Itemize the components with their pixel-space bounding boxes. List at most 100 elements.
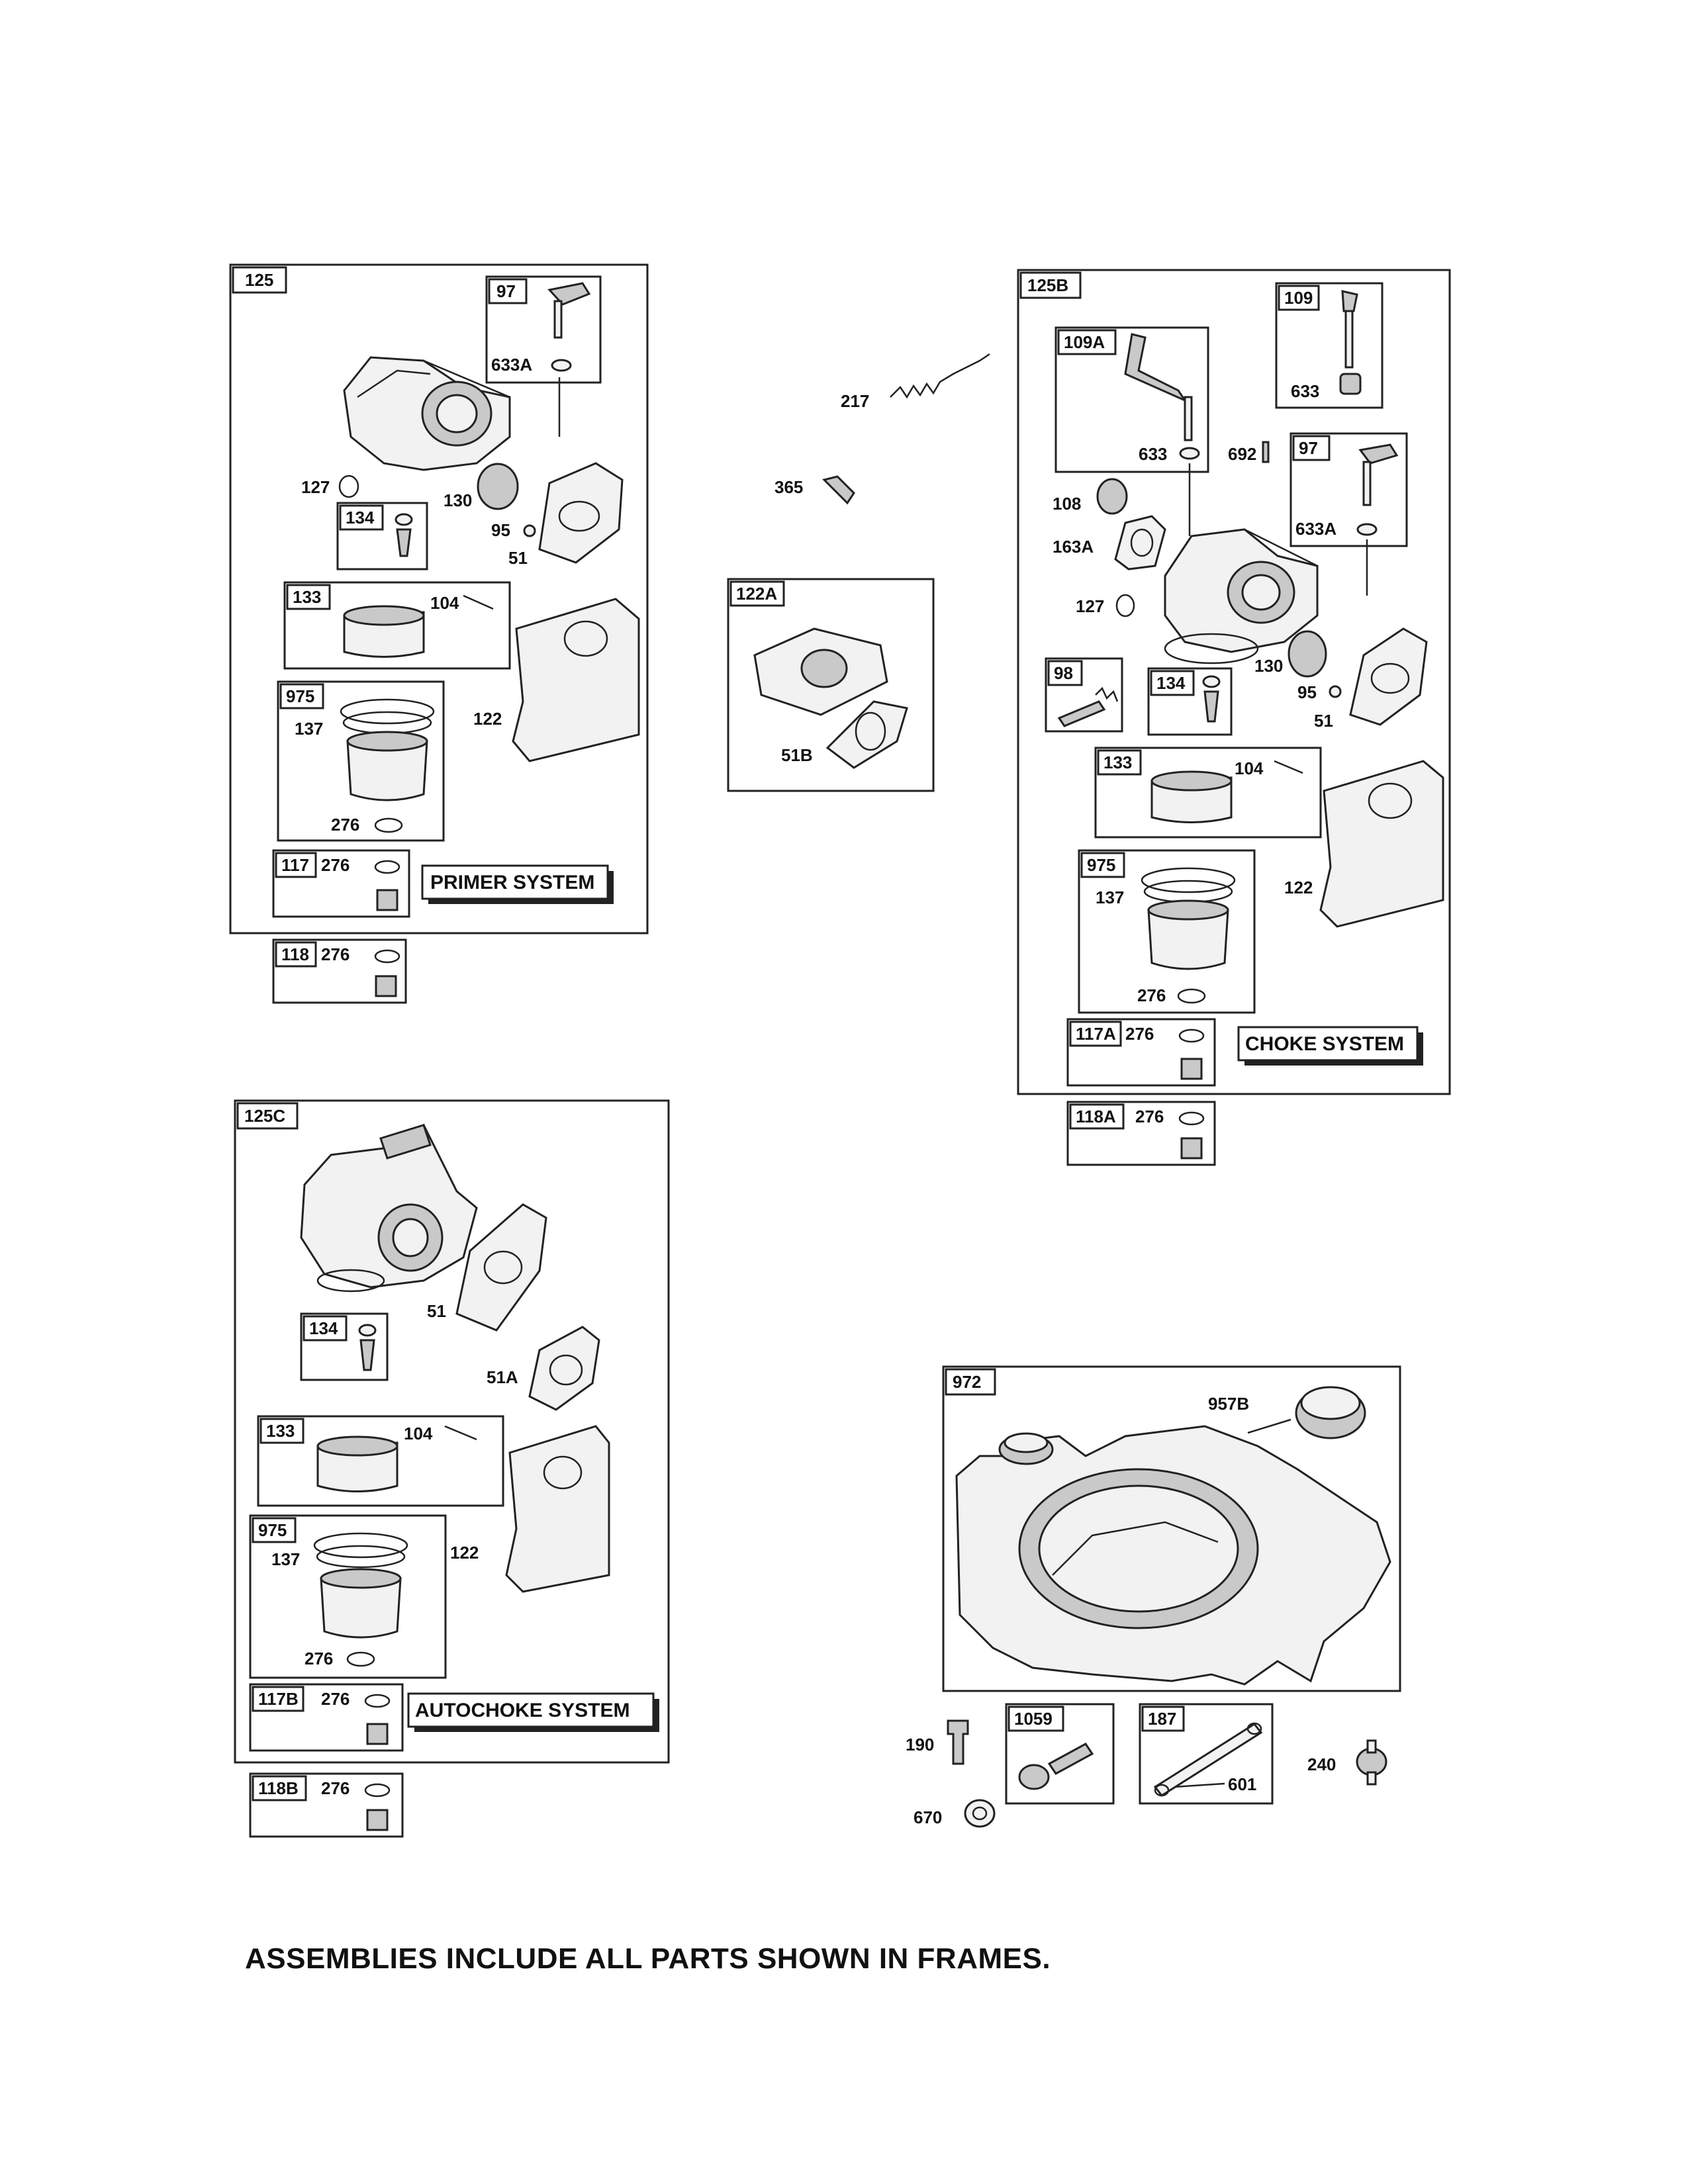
- fuel-tank-icon: [955, 1425, 1391, 1686]
- subframe-134: [300, 1312, 389, 1381]
- gasket-icon: [825, 700, 908, 769]
- washer-icon: [374, 817, 403, 833]
- frame-number-125B: 125B: [1027, 275, 1068, 295]
- float-bowl-icon: [340, 698, 435, 801]
- system-name-autochoke: AUTOCHOKE SYSTEM: [415, 1700, 630, 1721]
- label-95: 95: [491, 520, 510, 540]
- throttle-plate-icon: [1096, 478, 1128, 515]
- seal-icon: [1339, 373, 1362, 395]
- washer-icon: [346, 1651, 375, 1667]
- label-975: 975: [258, 1520, 287, 1540]
- subframe-118A: [1066, 1101, 1216, 1166]
- label-1059: 1059: [1014, 1709, 1053, 1729]
- needle-valve-icon: [1202, 675, 1221, 688]
- screw-icon: [1329, 685, 1342, 698]
- system-label-box: [421, 864, 609, 900]
- label-118B: 118B: [258, 1778, 299, 1798]
- label-633A: 633A: [491, 355, 532, 375]
- bowl-nut-icon: [1180, 1058, 1203, 1080]
- washer-icon: [1178, 1111, 1205, 1126]
- label-51: 51: [427, 1301, 446, 1321]
- label-117: 117: [281, 855, 309, 875]
- label-134: 134: [309, 1318, 338, 1338]
- seal-icon: [1179, 447, 1200, 460]
- label-240: 240: [1307, 1754, 1336, 1774]
- shoulder-bolt-icon: [1047, 1743, 1094, 1775]
- washer-icon: [374, 860, 400, 874]
- subframe-97: [1289, 432, 1408, 547]
- subframe-117: [272, 849, 410, 918]
- label-51A: 51A: [487, 1367, 518, 1387]
- label-957B: 957B: [1208, 1394, 1249, 1414]
- label-276: 276: [331, 815, 359, 835]
- carburetor-icon: [1164, 463, 1368, 664]
- assembly-125-primer: 125 97 633A 127 130 95 51 13: [229, 263, 649, 1004]
- frame-number-972: 972: [953, 1372, 981, 1392]
- label-134: 134: [346, 508, 375, 527]
- idle-screw-icon: [1057, 700, 1106, 727]
- label-633A: 633A: [1295, 519, 1336, 539]
- subframe-133: [283, 581, 511, 670]
- label-51B: 51B: [781, 745, 813, 765]
- label-118A: 118A: [1076, 1107, 1116, 1126]
- subframe-975: [249, 1514, 447, 1679]
- pin-icon: [1262, 441, 1270, 463]
- subframe-975: [277, 680, 445, 842]
- label-51: 51: [508, 548, 528, 568]
- assembly-125C-autochoke: 125C 51 134 51A 133 104 122: [234, 1099, 670, 1838]
- label-137: 137: [295, 719, 323, 739]
- pin-icon: [463, 594, 494, 610]
- label-130: 130: [444, 490, 472, 510]
- bowl-nut-icon: [366, 1809, 389, 1831]
- label-117A: 117A: [1076, 1024, 1116, 1044]
- screw-icon: [523, 524, 536, 537]
- label-975: 975: [286, 686, 314, 706]
- insulator-gasket-icon: [505, 1425, 610, 1593]
- gasket-icon: [1114, 515, 1166, 570]
- needle-valve-icon: [358, 1324, 377, 1337]
- choke-plate-icon: [1288, 630, 1327, 678]
- governor-lever-icon: [1124, 333, 1188, 403]
- label-276: 276: [321, 855, 350, 875]
- label-276: 276: [1125, 1024, 1154, 1044]
- gasket-icon: [1349, 627, 1428, 726]
- fuel-cap-icon: [1295, 1386, 1366, 1439]
- bowl-nut-icon: [1180, 1137, 1203, 1160]
- assembly-frame-125B: [1017, 269, 1451, 1095]
- fuel-filter-icon: [1356, 1739, 1387, 1786]
- subframe-109A: [1055, 326, 1209, 473]
- label-108: 108: [1053, 494, 1081, 514]
- float-icon: [343, 605, 425, 658]
- subframe-133: [1094, 747, 1322, 839]
- spring-icon: [890, 353, 990, 399]
- subframe-1059: [1005, 1703, 1115, 1805]
- seal-icon: [1356, 523, 1378, 536]
- label-98: 98: [1054, 663, 1073, 683]
- needle-valve-icon: [395, 513, 413, 557]
- bowl-nut-icon: [376, 889, 399, 911]
- label-130: 130: [1254, 656, 1283, 676]
- label-97: 97: [496, 281, 516, 301]
- washer-icon: [1018, 1764, 1050, 1790]
- choke-lever-icon: [547, 282, 591, 339]
- seal-icon: [551, 359, 572, 372]
- subframe-117A: [1066, 1018, 1216, 1087]
- label-633: 633: [1291, 381, 1319, 401]
- label-95: 95: [1297, 682, 1317, 702]
- label-117B: 117B: [258, 1689, 299, 1709]
- choke-lever-icon: [1358, 443, 1399, 465]
- assembly-frame-125: [229, 263, 649, 934]
- label-134: 134: [1156, 673, 1186, 693]
- throttle-shaft-icon: [1341, 290, 1358, 312]
- label-163A: 163A: [1053, 537, 1094, 557]
- assembly-125B-choke: 125B 109A 633 109 633 692 97 633A 108 16…: [1017, 269, 1451, 1166]
- system-name-primer: PRIMER SYSTEM: [430, 872, 594, 893]
- subframe-134: [1147, 667, 1233, 736]
- label-670: 670: [914, 1807, 942, 1827]
- label-133: 133: [266, 1421, 295, 1441]
- choke-plate-icon: [477, 463, 519, 510]
- fuel-line-icon: [1153, 1723, 1263, 1797]
- frame-number-125: 125: [245, 270, 273, 290]
- subframe-133: [257, 1415, 504, 1507]
- washer-icon: [364, 1694, 391, 1708]
